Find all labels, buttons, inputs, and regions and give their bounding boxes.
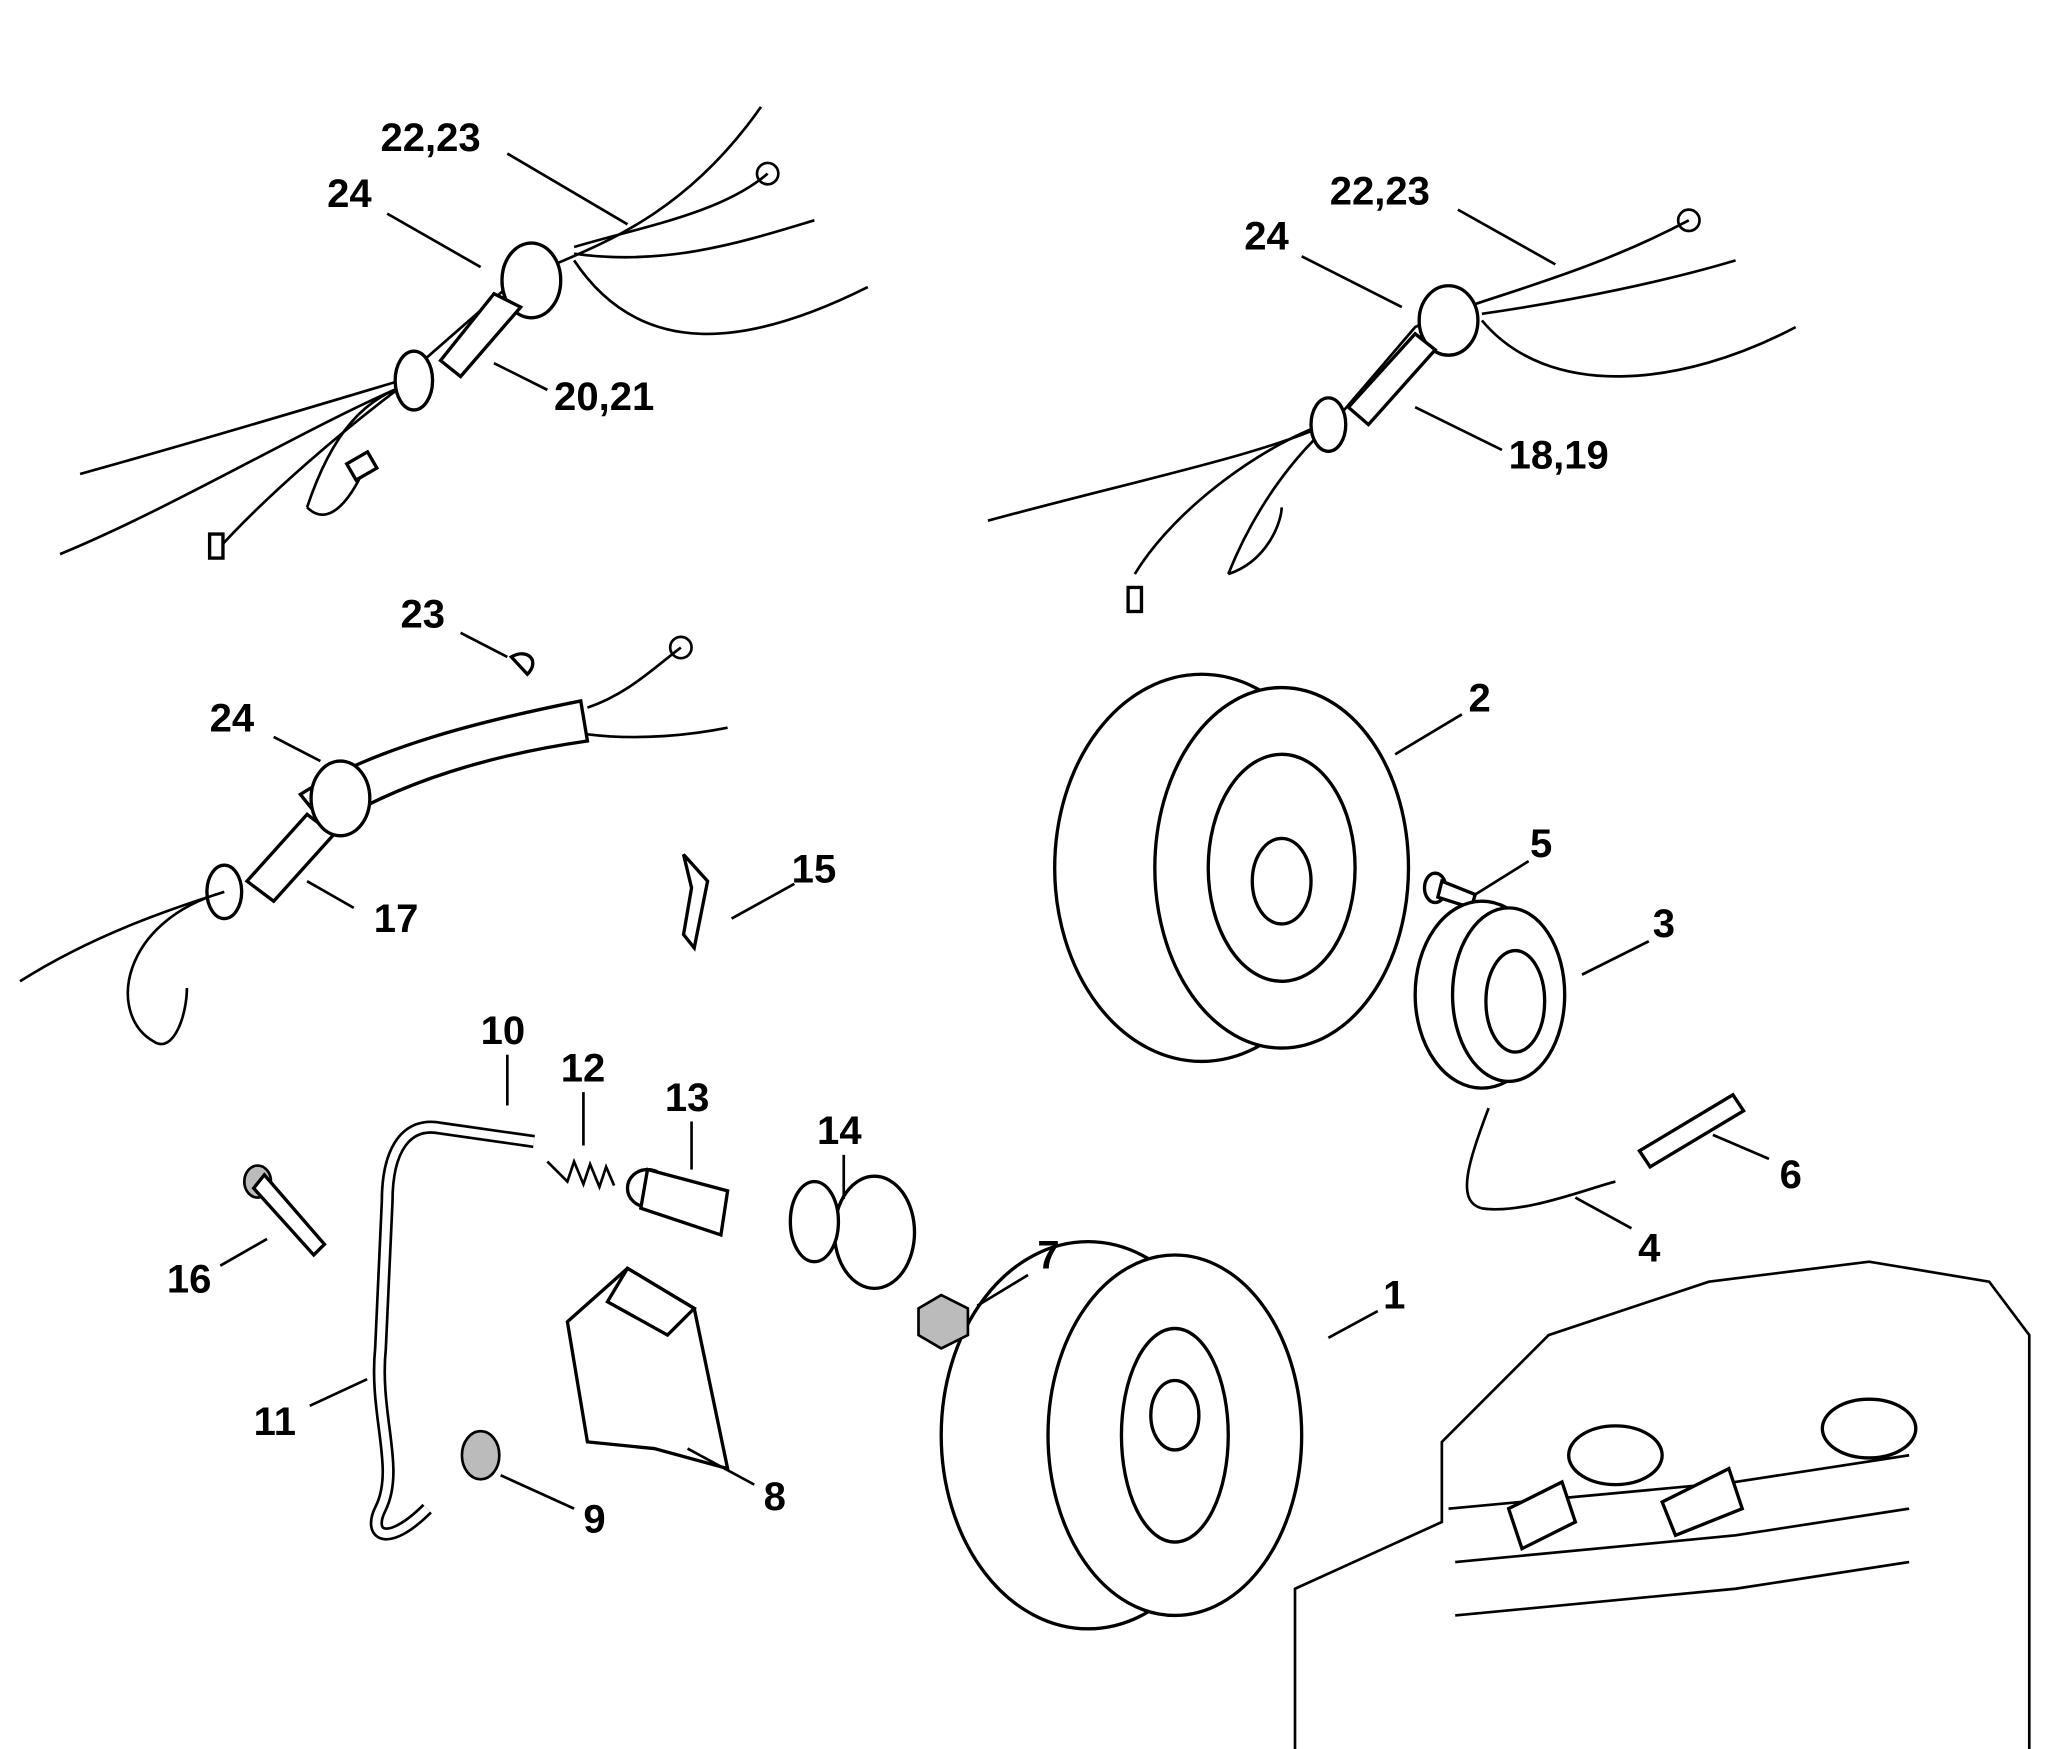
callout-20-21: 20,21 xyxy=(554,375,654,419)
callout-10: 10 xyxy=(481,1009,526,1053)
bushing-14 xyxy=(788,1174,917,1291)
leader-lines xyxy=(219,152,1770,1510)
nut-7 xyxy=(917,1293,970,1350)
spring-12 xyxy=(546,1157,616,1191)
wiring-harness-a xyxy=(59,106,869,560)
wiring-harness-c xyxy=(19,635,728,1046)
callout-5: 5 xyxy=(1530,822,1552,866)
callouts: 22,23 24 20,21 22,23 24 18,19 23 24 17 1… xyxy=(167,116,1802,1542)
callout-23: 23 xyxy=(401,593,446,637)
grommet-9 xyxy=(460,1429,501,1481)
ignition-module-8 xyxy=(565,1266,730,1471)
engine-block xyxy=(1293,1260,2031,1749)
callout-22-23-b: 22,23 xyxy=(1330,169,1430,213)
screw-16 xyxy=(242,1164,327,1258)
callout-3: 3 xyxy=(1653,902,1675,946)
callout-24-a: 24 xyxy=(327,172,372,216)
callout-2: 2 xyxy=(1469,677,1491,721)
ring-3 xyxy=(1413,899,1616,1211)
callout-12: 12 xyxy=(561,1046,606,1090)
callout-4: 4 xyxy=(1638,1227,1661,1271)
callout-11: 11 xyxy=(254,1400,296,1444)
callout-15: 15 xyxy=(792,848,837,892)
callout-22-23-a: 22,23 xyxy=(380,116,480,160)
hose-11 xyxy=(369,1120,535,1541)
callout-17: 17 xyxy=(374,897,419,941)
callout-7: 7 xyxy=(1037,1233,1059,1277)
callout-16: 16 xyxy=(167,1257,212,1301)
flywheel-2 xyxy=(1053,672,1411,1064)
callout-8: 8 xyxy=(764,1475,786,1519)
callout-24-b: 24 xyxy=(1244,215,1289,259)
callout-6: 6 xyxy=(1780,1153,1802,1197)
callout-18-19: 18,19 xyxy=(1509,434,1609,478)
valve-13 xyxy=(625,1167,730,1238)
flywheel-1 xyxy=(939,1239,1304,1631)
callout-13: 13 xyxy=(665,1076,710,1120)
screw-5 xyxy=(1422,871,1478,910)
callout-14: 14 xyxy=(817,1109,862,1153)
wiring-harness-b xyxy=(987,208,1797,614)
callout-9: 9 xyxy=(583,1498,605,1542)
pin-6 xyxy=(1637,1092,1746,1170)
callout-24-c: 24 xyxy=(210,697,255,741)
callout-1: 1 xyxy=(1383,1273,1405,1317)
hose-11-inner xyxy=(372,1123,535,1538)
